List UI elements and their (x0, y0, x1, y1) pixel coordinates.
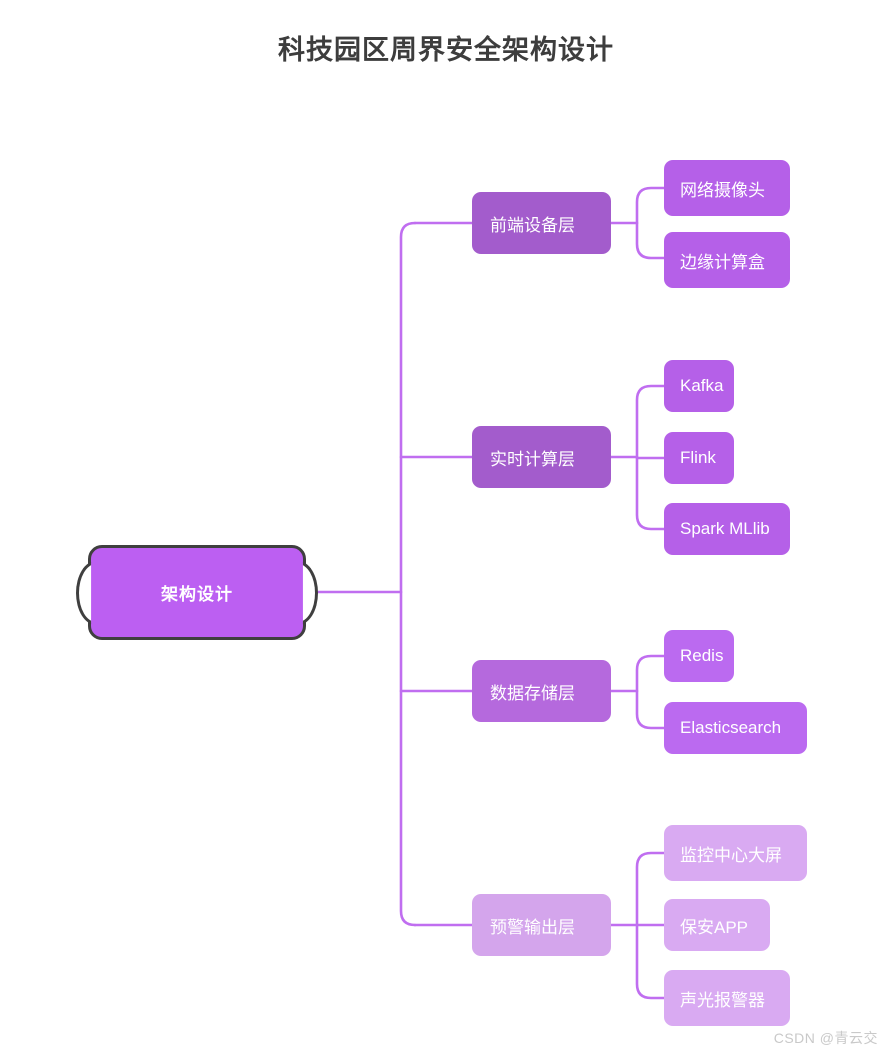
node-leaf-label: 网络摄像头 (680, 180, 765, 200)
node-leaf-label: 声光报警器 (680, 990, 765, 1010)
root-bang-left-decoration (76, 560, 92, 625)
connector-b3-bracket (635, 654, 666, 730)
node-root-label: 架构设计 (161, 585, 233, 604)
node-leaf-label: 监控中心大屏 (680, 845, 782, 865)
node-branch-realtime-compute-layer[interactable]: 实时计算层 (472, 426, 611, 488)
node-leaf-security-app[interactable]: 保安APP (664, 899, 770, 951)
node-branch-label: 数据存储层 (490, 683, 575, 703)
node-leaf-edge-computing-box[interactable]: 边缘计算盒 (664, 232, 790, 288)
connector-b2-bracket (635, 384, 666, 531)
node-leaf-label: 保安APP (680, 917, 749, 937)
node-leaf-label: Elasticsearch (680, 718, 782, 737)
connector-b4-bracket (635, 851, 666, 1000)
node-branch-label: 实时计算层 (490, 449, 575, 469)
connector-trunk (399, 221, 417, 927)
node-branch-alert-output-layer[interactable]: 预警输出层 (472, 894, 611, 956)
root-bang-right-decoration (302, 560, 318, 625)
node-leaf-elasticsearch[interactable]: Elasticsearch (664, 702, 807, 754)
node-leaf-label: 边缘计算盒 (680, 252, 765, 272)
page-title: 科技园区周界安全架构设计 (278, 35, 614, 65)
watermark: CSDN @青云交 (773, 1030, 878, 1046)
node-leaf-redis[interactable]: Redis (664, 630, 734, 682)
node-leaf-kafka[interactable]: Kafka (664, 360, 734, 412)
node-leaf-audible-visual-alarm[interactable]: 声光报警器 (664, 970, 790, 1026)
node-leaf-spark-mllib[interactable]: Spark MLlib (664, 503, 790, 555)
node-leaf-label: Spark MLlib (680, 519, 770, 538)
node-branch-data-storage-layer[interactable]: 数据存储层 (472, 660, 611, 722)
node-branch-label: 预警输出层 (490, 917, 575, 937)
node-branch-label: 前端设备层 (490, 215, 575, 235)
node-leaf-label: Kafka (680, 376, 724, 395)
node-root-architecture[interactable]: 架构设计 (76, 545, 318, 640)
node-leaf-network-camera[interactable]: 网络摄像头 (664, 160, 790, 216)
node-branch-frontend-device-layer[interactable]: 前端设备层 (472, 192, 611, 254)
node-leaf-flink[interactable]: Flink (664, 432, 734, 484)
node-leaf-label: Redis (680, 646, 724, 665)
connector-b1-bracket (635, 186, 666, 260)
node-leaf-label: Flink (680, 448, 716, 467)
node-leaf-monitoring-center-screen[interactable]: 监控中心大屏 (664, 825, 807, 881)
